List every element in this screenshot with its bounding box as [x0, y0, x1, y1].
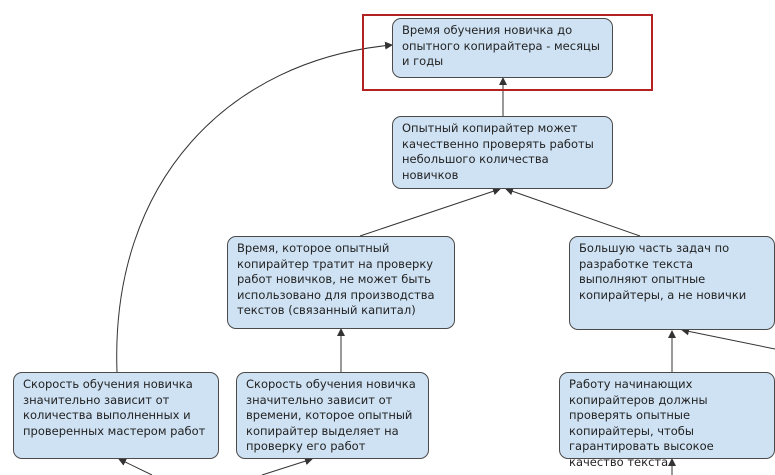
node-speed-count-label: Скорость обучения новичка значительно за… [23, 377, 206, 438]
edge-most-tasks-to-experienced [505, 187, 641, 237]
node-speed-time[interactable]: Скорость обучения новичка значительно за… [236, 372, 429, 459]
node-time-tied-label: Время, которое опытный копирайтер тратит… [237, 241, 435, 317]
edge-speed-count-to-goal [116, 41, 393, 373]
node-beginners-work[interactable]: Работу начинающих копирайтеров должны пр… [559, 372, 775, 469]
goal-highlight-frame [362, 14, 653, 91]
node-goal-label: Время обучения новичка до опытного копир… [402, 23, 600, 68]
edge-offscreen-to-most-tasks [681, 327, 775, 350]
edge-below-to-speed-count [118, 458, 153, 475]
node-goal[interactable]: Время обучения новичка до опытного копир… [392, 18, 613, 78]
node-speed-count[interactable]: Скорость обучения новичка значительно за… [13, 372, 219, 459]
edge-time-tied-to-experienced [359, 187, 501, 237]
node-most-tasks-label: Большую часть задач по разработке текста… [579, 241, 747, 302]
node-beginners-work-label: Работу начинающих копирайтеров должны пр… [569, 377, 714, 469]
node-experienced-check[interactable]: Опытный копирайтер может качественно про… [392, 116, 613, 189]
node-speed-time-label: Скорость обучения новичка значительно за… [246, 377, 416, 453]
node-experienced-check-label: Опытный копирайтер может качественно про… [402, 121, 594, 182]
node-most-tasks[interactable]: Большую часть задач по разработке текста… [569, 236, 775, 330]
node-time-tied[interactable]: Время, которое опытный копирайтер тратит… [227, 236, 455, 329]
edge-below-to-speed-time [261, 457, 313, 475]
